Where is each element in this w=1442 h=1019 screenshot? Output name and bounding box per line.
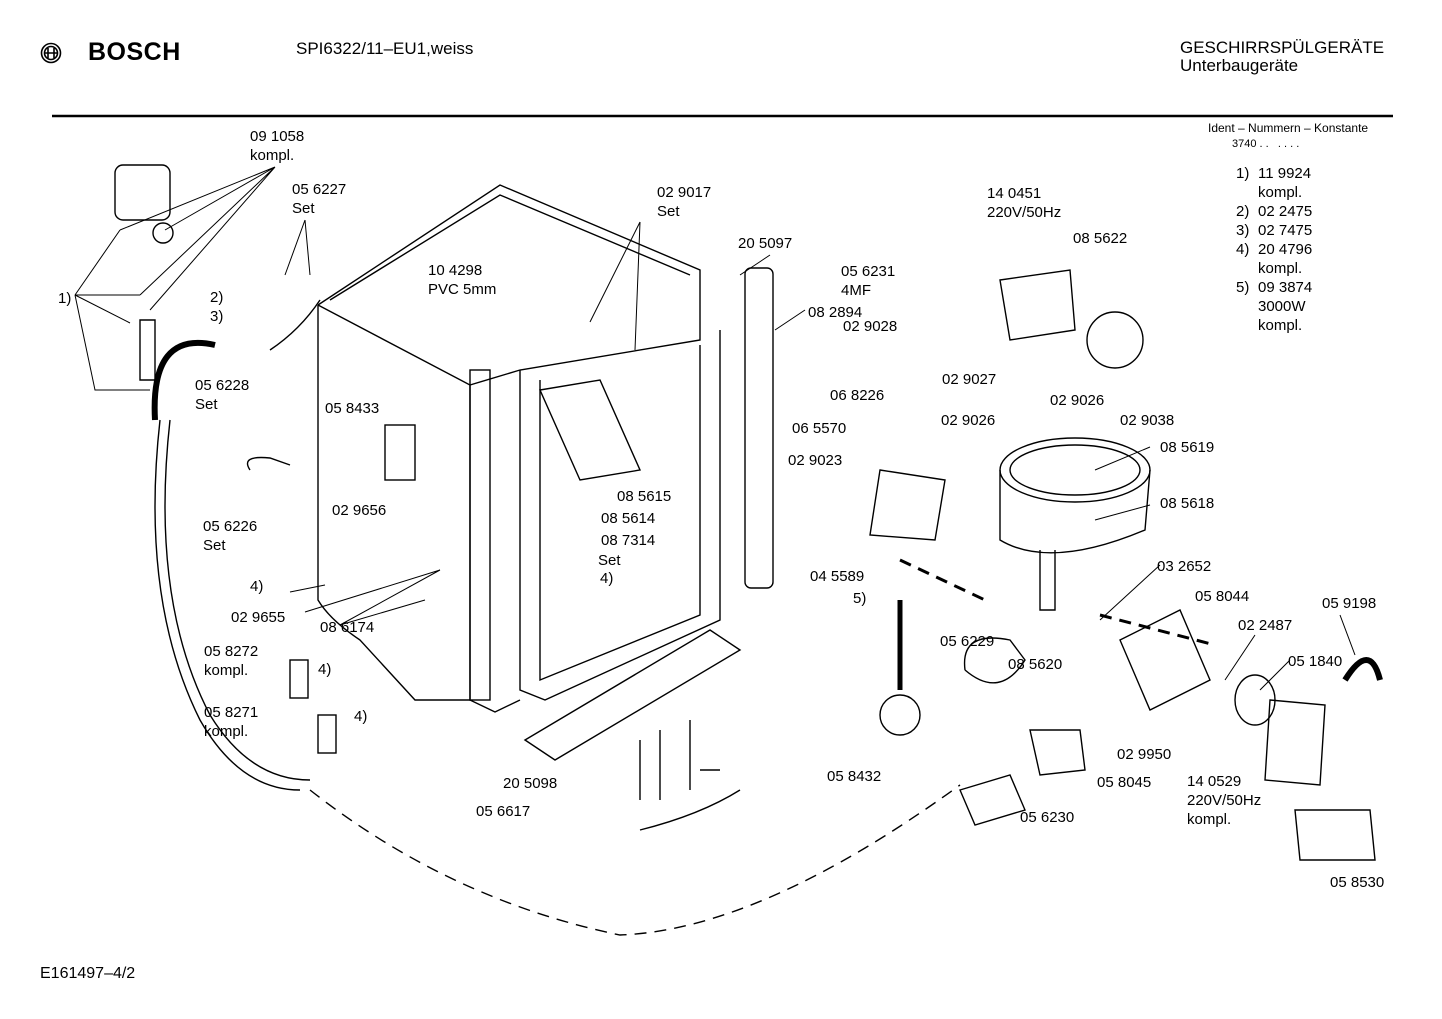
part-label: 20 5097 — [738, 235, 793, 252]
inlet-valve-and-hoses — [114, 164, 416, 791]
part-label: 4) — [354, 708, 368, 725]
part-label: 10 4298 PVC 5mm — [428, 262, 497, 298]
legend-value: 20 4796 — [1258, 241, 1313, 258]
model-number: SPI6322/11–EU1,weiss — [296, 39, 474, 58]
part-label: 08 5622 — [1073, 230, 1128, 247]
part-label: 4) — [318, 661, 332, 678]
part-label: 05 8433 — [325, 400, 380, 417]
part-label: 08 5619 — [1160, 439, 1215, 456]
part-label: 05 6231 4MF — [841, 263, 896, 299]
part-label: 02 9026 — [1050, 392, 1105, 409]
part-label: 08 5614 — [601, 510, 656, 527]
part-label: 03 2652 — [1157, 558, 1212, 575]
part-label: 14 0451 220V/50Hz — [987, 185, 1062, 221]
legend-key: 2) — [1236, 203, 1250, 220]
part-label: 02 2487 — [1238, 617, 1293, 634]
part-label: 05 8271 kompl. — [204, 704, 259, 740]
part-label: 08 7314 — [601, 532, 656, 549]
part-label: Set — [598, 552, 621, 569]
part-label: 08 5620 — [1008, 656, 1063, 673]
part-label: 06 8226 — [830, 387, 885, 404]
part-label: 02 9017 Set — [657, 184, 712, 220]
legend-item: 4) 20 4796 kompl. — [1236, 240, 1312, 278]
part-label: 05 8045 — [1097, 774, 1152, 791]
part-label: 02 9656 — [332, 502, 387, 519]
part-label: 5) — [853, 590, 867, 607]
part-label: 05 1840 — [1288, 653, 1343, 670]
part-label: 05 6228 Set — [195, 377, 250, 413]
legend-value: kompl. — [1258, 260, 1303, 277]
part-label: 4) — [600, 570, 614, 587]
part-label: 05 8044 — [1195, 588, 1250, 605]
part-label: 08 5615 — [617, 488, 672, 505]
legend-key: 3) — [1236, 222, 1250, 239]
part-label: 4) — [250, 578, 264, 595]
subcategory-title: Unterbaugeräte — [1180, 56, 1299, 75]
part-label: 05 8272 kompl. — [204, 643, 259, 679]
legend-value: kompl. — [1258, 317, 1303, 334]
legend-value: 09 3874 — [1258, 279, 1313, 296]
part-label: 09 1058 kompl. — [250, 128, 305, 164]
drawing-id: E161497–4/2 — [40, 965, 136, 982]
bosch-armature-icon — [40, 42, 62, 63]
part-label: 1) — [58, 290, 72, 307]
part-label: 08 6174 — [320, 619, 375, 636]
legend-item: 5) 09 3874 3000W kompl. — [1236, 278, 1312, 335]
part-label: 05 8432 — [827, 768, 882, 785]
legend-list: 1) 11 9924 kompl. 2) 02 2475 3) 02 7475 4) 20 47… — [1236, 164, 1312, 335]
legend-value: 02 2475 — [1258, 203, 1313, 220]
part-label: 14 0529 220V/50Hz kompl. — [1187, 773, 1262, 828]
part-label: 08 2894 — [808, 304, 863, 321]
part-label: 02 9026 — [941, 412, 996, 429]
part-label: 05 9198 — [1322, 595, 1377, 612]
part-label: 20 5098 — [503, 775, 558, 792]
legend-value: 3000W — [1258, 298, 1306, 315]
part-label: 02 9950 — [1117, 746, 1172, 763]
legend-item: 1) 11 9924 kompl. — [1236, 164, 1312, 202]
part-label: 04 5589 — [810, 568, 865, 585]
part-label: 05 6229 — [940, 633, 995, 650]
part-label: 05 6226 Set — [203, 518, 258, 554]
legend-value: kompl. — [1258, 184, 1303, 201]
drain-hose-dashed — [309, 784, 961, 936]
part-label: 02 9027 — [942, 371, 997, 388]
legend-key: 4) — [1236, 241, 1250, 258]
legend-item: 3) 02 7475 — [1236, 221, 1312, 240]
brand-name: BOSCH — [88, 38, 181, 66]
part-label: 02 9028 — [843, 318, 898, 335]
part-label: 05 6230 — [1020, 809, 1075, 826]
part-label: 06 5570 — [792, 420, 847, 437]
pump-sump-assembly — [639, 269, 1383, 861]
legend-value: 11 9924 — [1258, 165, 1312, 182]
legend-title: Ident – Nummern – Konstante — [1208, 121, 1369, 135]
part-label: 3) — [210, 308, 224, 325]
legend-constant: 3740 . . . . . . — [1232, 138, 1300, 150]
leader-lines — [74, 166, 1356, 691]
legend-key: 5) — [1236, 279, 1250, 296]
part-label: 02 9655 — [231, 609, 286, 626]
bosch-logo: BOSCH — [40, 38, 181, 67]
part-label: 02 9023 — [788, 452, 843, 469]
legend-value: 02 7475 — [1258, 222, 1313, 239]
part-label: 2) — [210, 289, 224, 306]
part-label: 05 6617 — [476, 803, 531, 820]
part-label: 05 6227 Set — [292, 181, 347, 217]
part-label: 05 8530 — [1330, 874, 1385, 891]
legend-key: 1) — [1236, 165, 1250, 182]
category-title: GESCHIRRSPÜLGERÄTE — [1180, 38, 1385, 57]
dishwasher-cabinet — [317, 184, 774, 761]
legend-item: 2) 02 2475 — [1236, 202, 1312, 221]
part-label: 02 9038 — [1120, 412, 1175, 429]
part-label: 08 5618 — [1160, 495, 1215, 512]
